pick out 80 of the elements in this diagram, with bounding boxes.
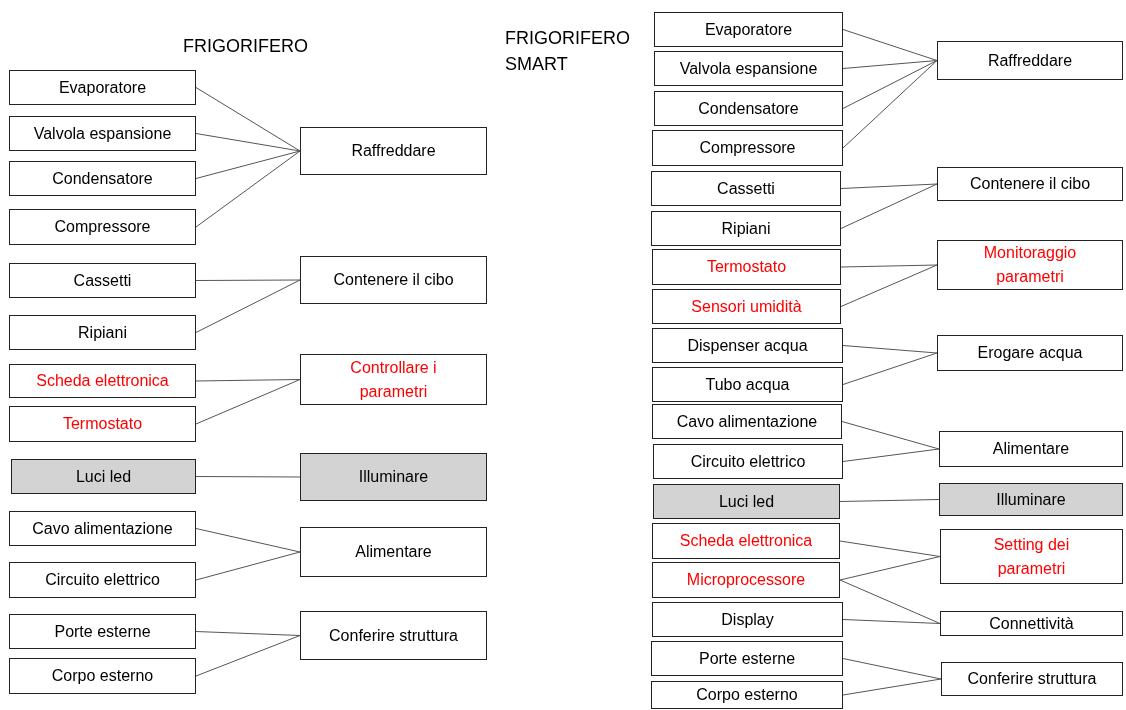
connector-line	[839, 540, 941, 557]
connector-line	[839, 579, 941, 624]
connector-line	[842, 678, 942, 696]
connector-line	[195, 87, 301, 152]
connector-line	[842, 345, 938, 354]
component-box: Raffreddare	[937, 41, 1123, 80]
component-box: Evaporatore	[654, 12, 843, 47]
component-box: Monitoraggio parametri	[937, 240, 1123, 290]
component-box: Compressore	[9, 209, 196, 245]
component-box: Cassetti	[651, 171, 841, 206]
connector-line	[840, 183, 938, 229]
component-box: Contenere il cibo	[937, 167, 1123, 201]
component-box: Display	[652, 602, 843, 637]
component-box: Corpo esterno	[9, 658, 196, 694]
component-box: Contenere il cibo	[300, 256, 487, 304]
connector-line	[842, 29, 938, 61]
component-box: Illuminare	[939, 483, 1123, 516]
connector-line	[839, 556, 941, 581]
component-box: Scheda elettronica	[652, 523, 840, 559]
connector-line	[842, 60, 938, 69]
component-box: Controllare i parametri	[300, 354, 487, 405]
connector-line	[195, 150, 301, 179]
heading-label: FRIGORIFERO SMART	[505, 27, 631, 76]
connector-line	[842, 619, 941, 624]
connector-line	[195, 279, 301, 281]
component-box: Tubo acqua	[652, 367, 843, 402]
component-box: Connettività	[940, 611, 1123, 636]
component-box: Cavo alimentazione	[652, 404, 842, 439]
connector-line	[195, 631, 301, 636]
component-box: Condensatore	[9, 161, 196, 196]
connector-line	[841, 421, 940, 450]
component-box: Alimentare	[300, 527, 487, 577]
component-box: Cassetti	[9, 263, 196, 298]
connector-line	[195, 150, 301, 228]
component-box: Erogare acqua	[937, 335, 1123, 371]
component-box: Luci led	[11, 459, 196, 494]
component-box: Ripiani	[651, 211, 841, 246]
connector-line	[839, 499, 940, 502]
connector-line	[195, 133, 301, 152]
connector-line	[195, 635, 301, 677]
connector-line	[195, 279, 301, 333]
component-box: Scheda elettronica	[9, 364, 196, 398]
component-box: Porte esterne	[651, 641, 843, 676]
component-box: Raffreddare	[300, 127, 487, 175]
component-box: Porte esterne	[9, 614, 196, 649]
component-box: Luci led	[653, 484, 840, 519]
component-box: Valvola espansione	[9, 116, 196, 151]
component-box: Circuito elettrico	[653, 444, 843, 479]
connector-line	[195, 379, 301, 425]
heading-label: FRIGORIFERO	[183, 35, 308, 58]
component-box: Conferire struttura	[300, 611, 487, 660]
component-box: Evaporatore	[9, 70, 196, 105]
component-box: Alimentare	[939, 431, 1123, 467]
component-box: Illuminare	[300, 453, 487, 501]
connector-line	[195, 379, 301, 382]
connector-line	[840, 264, 938, 307]
connector-line	[195, 476, 301, 478]
component-box: Termostato	[652, 249, 841, 285]
component-box: Conferire struttura	[941, 662, 1123, 696]
connector-line	[195, 551, 301, 581]
connector-line	[840, 183, 938, 189]
component-box: Valvola espansione	[654, 51, 843, 86]
component-box: Setting dei parametri	[940, 529, 1123, 584]
connector-line	[842, 352, 938, 385]
connector-line	[842, 658, 942, 680]
component-box: Microprocessore	[652, 562, 840, 598]
connector-line	[840, 264, 938, 268]
connector-line	[842, 60, 938, 109]
component-box: Compressore	[652, 130, 843, 166]
component-box: Circuito elettrico	[9, 562, 196, 598]
component-box: Sensori umidità	[652, 289, 841, 324]
component-box: Ripiani	[9, 315, 196, 350]
connector-line	[842, 60, 938, 149]
connector-line	[842, 448, 940, 462]
component-box: Dispenser acqua	[652, 328, 843, 363]
component-box: Cavo alimentazione	[9, 511, 196, 546]
component-box: Termostato	[9, 406, 196, 442]
component-box: Condensatore	[654, 91, 843, 126]
connector-line	[195, 528, 301, 553]
component-box: Corpo esterno	[651, 681, 843, 709]
